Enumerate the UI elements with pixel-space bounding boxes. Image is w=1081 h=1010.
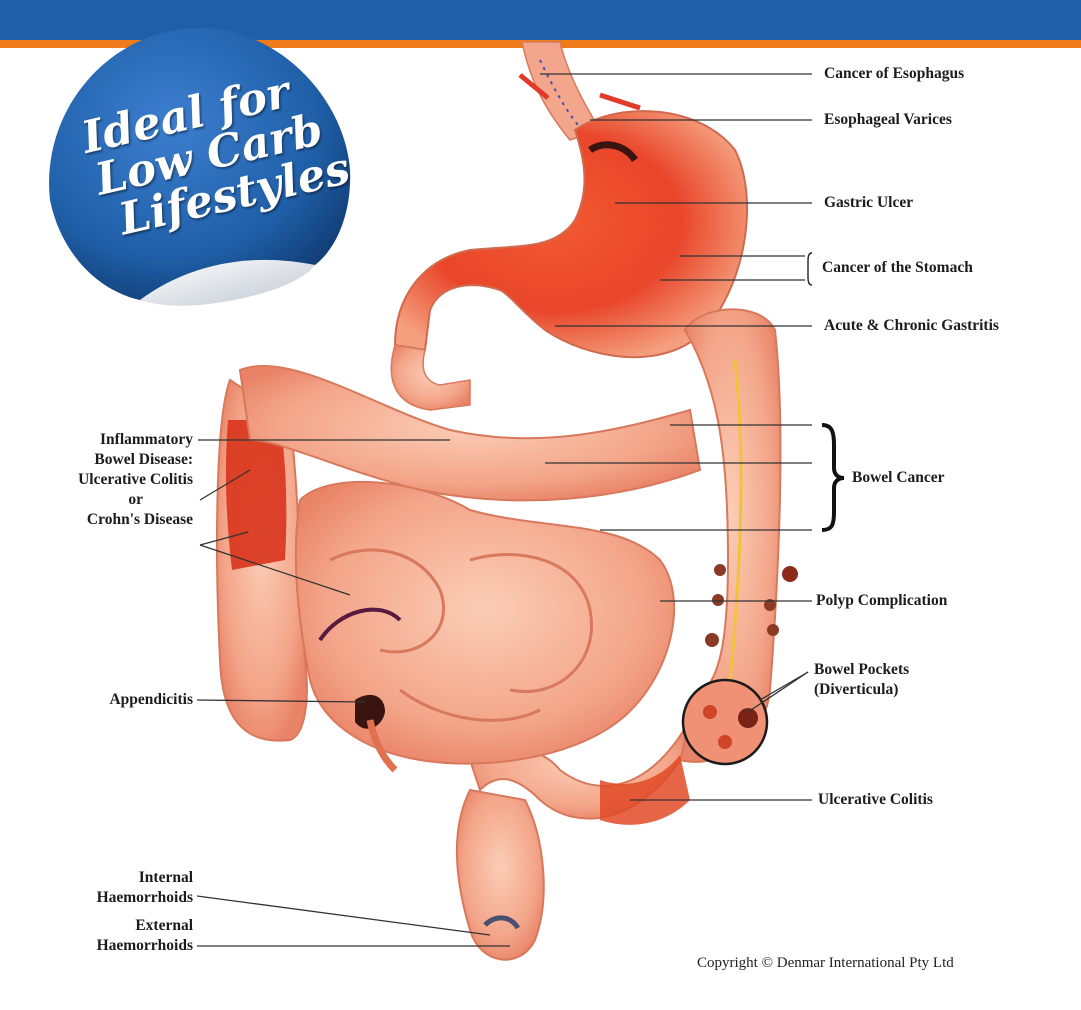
label-polyp-complication: Polyp Complication — [816, 591, 947, 611]
label-acute-chronic-gastritis: Acute & Chronic Gastritis — [824, 316, 999, 336]
polyp-outer — [782, 566, 798, 582]
label-ulcerative-colitis: Ulcerative Colitis — [818, 790, 933, 810]
label-bowel-cancer: Bowel Cancer — [852, 468, 945, 488]
rectum — [457, 790, 544, 960]
polyp-3 — [705, 633, 719, 647]
polyp-2 — [712, 594, 724, 606]
label-ibd-line-2: Bowel Disease: — [94, 450, 193, 470]
leader-internal-haemorrhoids — [197, 896, 490, 935]
label-internal-haemorrhoids-2: Haemorrhoids — [97, 888, 193, 908]
label-ibd-line-1: Inflammatory — [100, 430, 193, 450]
label-cancer-of-the-stomach: Cancer of the Stomach — [822, 258, 973, 278]
label-diverticula: (Diverticula) — [814, 680, 898, 700]
label-external-haemorrhoids-1: External — [135, 916, 193, 936]
diverticula-pocket-2 — [738, 708, 758, 728]
label-bowel-pockets: Bowel Pockets — [814, 660, 909, 680]
stomach-cancer-bracket — [808, 253, 812, 285]
copyright-notice: Copyright © Denmar International Pty Ltd — [697, 955, 954, 972]
label-appendicitis: Appendicitis — [109, 690, 193, 710]
duodenum — [391, 345, 470, 410]
ulcerative-colitis-section — [600, 755, 690, 825]
label-esophageal-varices: Esophageal Varices — [824, 110, 952, 130]
label-ibd-line-4: or — [128, 490, 143, 510]
bowel-cancer-bracket — [822, 425, 844, 530]
polyp-5 — [767, 624, 779, 636]
diverticula-pocket-3 — [718, 735, 732, 749]
polyp-1 — [714, 564, 726, 576]
label-internal-haemorrhoids-1: Internal — [139, 868, 193, 888]
label-gastric-ulcer: Gastric Ulcer — [824, 193, 913, 213]
diverticula-pocket-1 — [703, 705, 717, 719]
label-ibd-line-3: Ulcerative Colitis — [78, 470, 193, 490]
blood-vessel-right — [600, 95, 640, 108]
label-ibd-line-5: Crohn's Disease — [87, 510, 193, 530]
label-external-haemorrhoids-2: Haemorrhoids — [97, 936, 193, 956]
label-cancer-of-esophagus: Cancer of Esophagus — [824, 64, 964, 84]
